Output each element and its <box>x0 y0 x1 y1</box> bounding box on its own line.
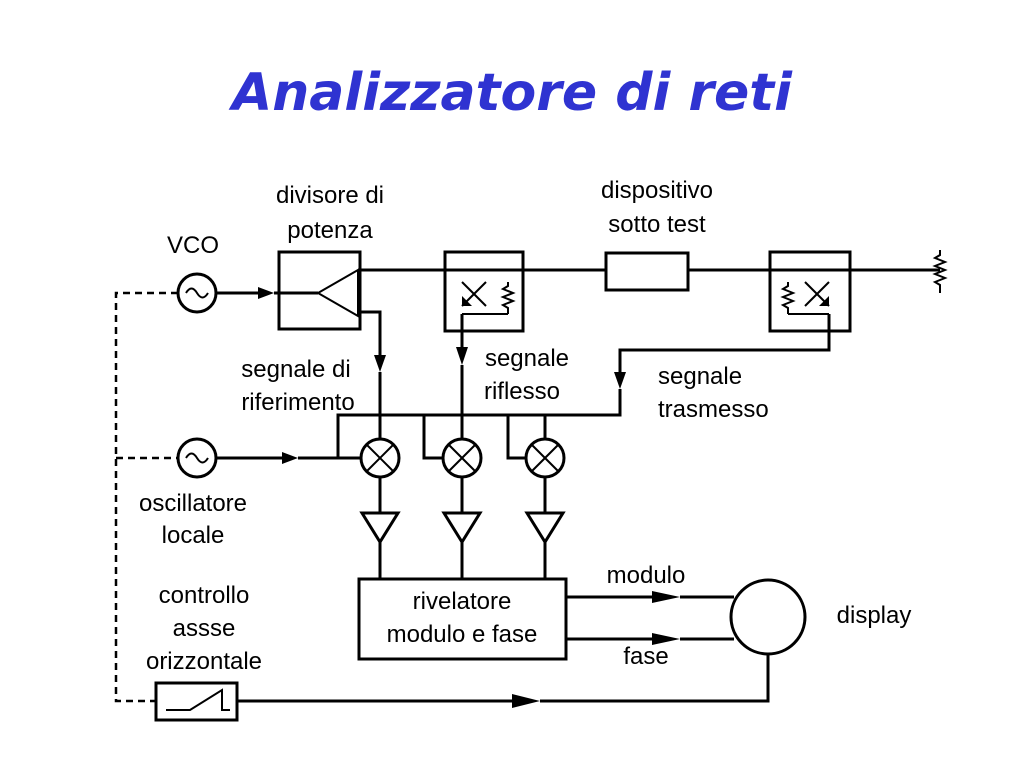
reference-signal-label-line2: riferimento <box>241 389 354 416</box>
local-oscillator-label-line2: locale <box>162 522 225 549</box>
device-under-test <box>604 251 690 292</box>
reference-signal-label-line1: segnale di <box>241 356 350 383</box>
magnitude-label: modulo <box>607 562 686 589</box>
directional-coupler-reflected <box>443 250 525 333</box>
local-oscillator-label-line1: oscillatore <box>139 490 247 517</box>
sweep-control-label-line1: controllo <box>159 582 250 609</box>
power-divider <box>274 250 362 331</box>
amplifier-reflected-icon <box>441 511 483 545</box>
mixer-reference-icon <box>359 437 401 479</box>
detector-label-line2: modulo e fase <box>387 621 538 648</box>
directional-coupler-transmitted <box>768 250 852 333</box>
power-divider-label-line1: divisore di <box>276 182 384 209</box>
transmitted-signal-label-line1: segnale <box>658 363 742 390</box>
dut-label-line2: sotto test <box>608 211 706 238</box>
display-icon <box>729 578 807 656</box>
sweep-control-label-line2: assse <box>173 615 236 642</box>
vco-label: VCO <box>167 232 219 259</box>
reflected-signal-label-line1: segnale <box>485 345 569 372</box>
reflected-signal-label-line2: riflesso <box>484 378 560 405</box>
dut-label-line1: dispositivo <box>601 177 713 204</box>
detector-box <box>357 577 568 661</box>
power-divider-label-line2: potenza <box>287 217 373 244</box>
amplifier-transmitted-icon <box>524 511 566 545</box>
detector-label-line1: rivelatore <box>413 588 512 615</box>
page-title: Analizzatore di reti <box>228 63 793 123</box>
termination-load-icon <box>932 250 948 293</box>
mixer-transmitted-icon <box>524 437 566 479</box>
local-oscillator-icon <box>176 437 218 479</box>
amplifier-reference-icon <box>359 511 401 545</box>
sweep-control-label-line3: orizzontale <box>146 648 262 675</box>
phase-label: fase <box>623 643 668 670</box>
transmitted-signal-label-line2: trasmesso <box>658 396 769 423</box>
vco-source-icon <box>176 272 218 314</box>
sweep-generator-icon <box>154 681 239 722</box>
display-label: display <box>837 602 912 629</box>
mixer-reflected-icon <box>441 437 483 479</box>
